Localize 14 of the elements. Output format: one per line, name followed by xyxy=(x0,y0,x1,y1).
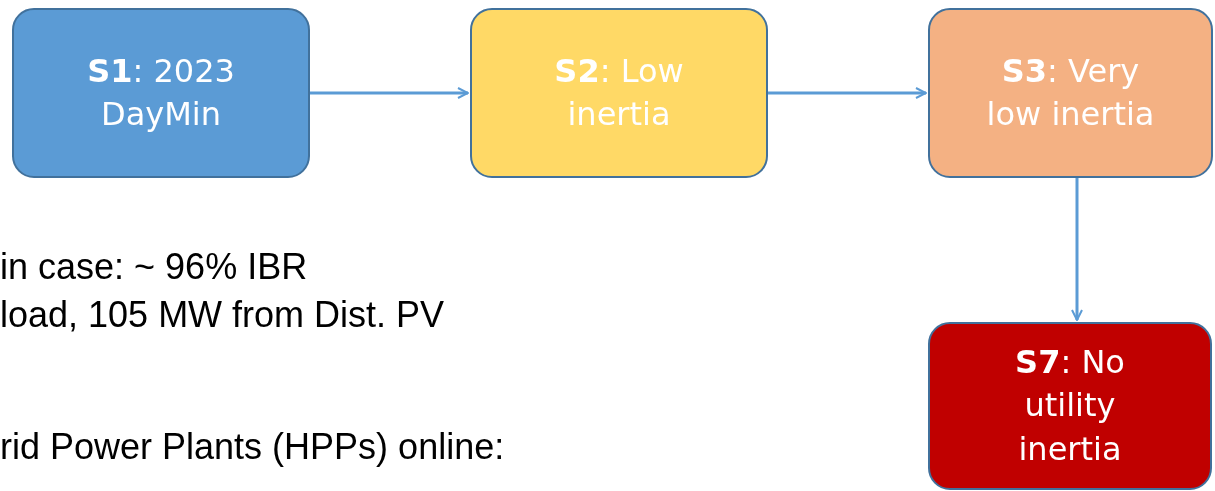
scenario-label: S2: Low inertia xyxy=(553,50,685,135)
arrow xyxy=(1071,178,1083,321)
arrow xyxy=(768,87,927,99)
note-text: rid Power Plants (HPPs) online: xyxy=(0,425,505,469)
scenario-box xyxy=(928,322,1212,490)
scenario-box xyxy=(928,8,1213,178)
arrow xyxy=(310,87,469,99)
note-text: load, 105 MW from Dist. PV xyxy=(0,293,445,337)
scenario-label: S7: No utility inertia xyxy=(1014,342,1126,470)
note-text: in case: ~ 96% IBR xyxy=(0,245,308,289)
scenario-box xyxy=(12,8,310,178)
scenario-box xyxy=(470,8,768,178)
scenario-label: S3: Very low inertia xyxy=(985,50,1156,135)
scenario-label: S1: 2023 DayMin xyxy=(86,50,236,135)
